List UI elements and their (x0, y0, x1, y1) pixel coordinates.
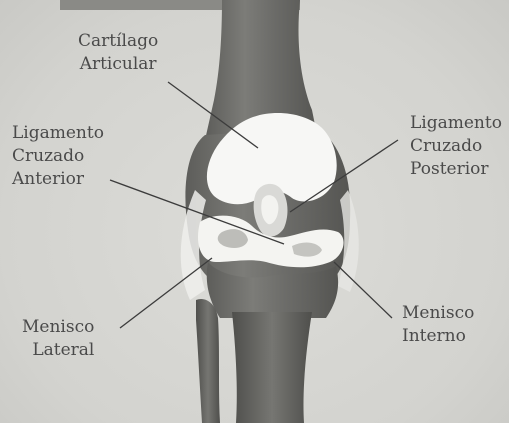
label-cartilage-line1: Cartílago (78, 30, 158, 53)
label-medial-meniscus: Menisco Interno (402, 302, 474, 348)
medial-meniscus-leader-line (334, 262, 392, 318)
label-acl-line2: Cruzado (12, 145, 104, 168)
label-medial-meniscus-line2: Interno (402, 325, 474, 348)
label-cartilage-line2: Articular (78, 53, 158, 76)
label-acl-line1: Ligamento (12, 122, 104, 145)
fibula (196, 299, 220, 423)
label-pcl-line2: Cruzado (410, 135, 502, 158)
tibia-shaft (232, 312, 312, 423)
label-pcl-line3: Posterior (410, 158, 502, 181)
label-pcl: Ligamento Cruzado Posterior (410, 112, 502, 181)
label-lateral-meniscus-line1: Menisco (22, 316, 94, 339)
label-acl: Ligamento Cruzado Anterior (12, 122, 104, 191)
label-lateral-meniscus: Menisco Lateral (22, 316, 94, 362)
label-cartilage: Cartílago Articular (78, 30, 158, 76)
label-medial-meniscus-line1: Menisco (402, 302, 474, 325)
label-pcl-line1: Ligamento (410, 112, 502, 135)
label-acl-line3: Anterior (12, 168, 104, 191)
label-lateral-meniscus-line2: Lateral (22, 339, 94, 362)
